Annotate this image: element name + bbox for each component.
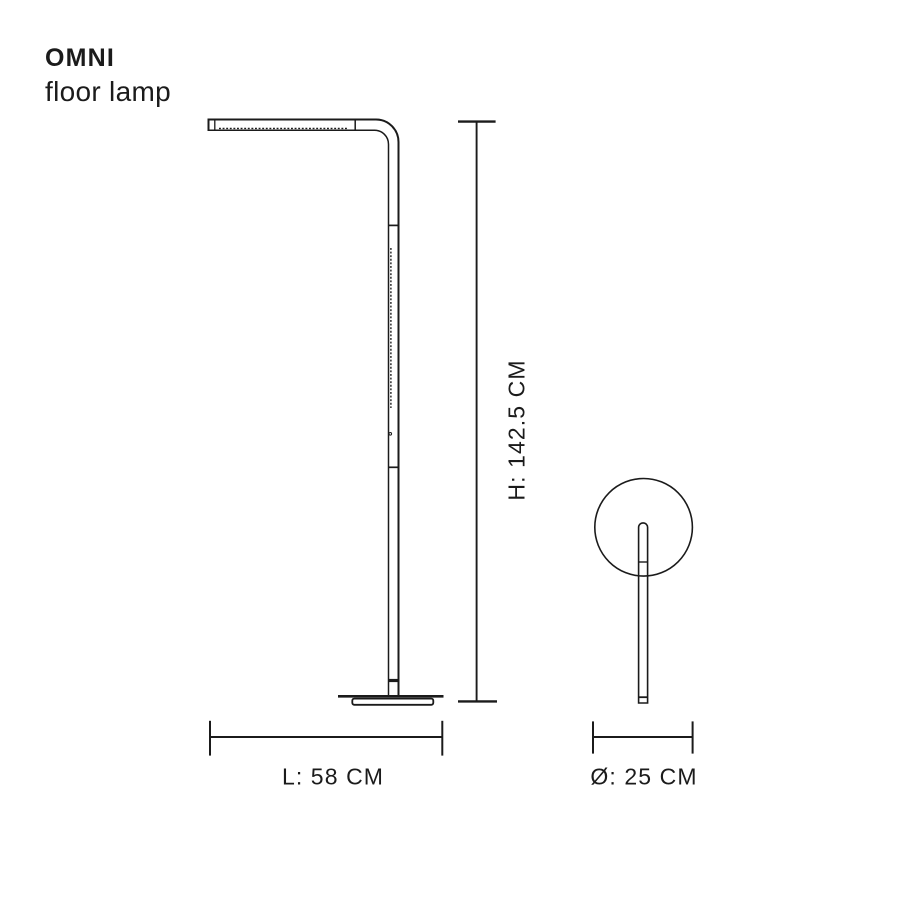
base-body	[351, 697, 435, 706]
arm-rod	[637, 522, 649, 704]
product-name: OMNI	[45, 44, 116, 72]
pole-detail-dot	[388, 432, 393, 436]
lamp-arm-outline	[207, 118, 400, 696]
base-disc	[593, 477, 694, 577]
product-type: floor lamp	[45, 76, 171, 107]
lamp-arm-inner-edge	[208, 129, 390, 696]
diameter-dimension-label: Ø: 25 CM	[590, 763, 698, 790]
height-dimension-label: H: 142.5 CM	[503, 359, 530, 501]
length-dimension-label: L: 58 CM	[281, 763, 385, 790]
top-view	[593, 477, 694, 704]
diameter-dimension	[592, 721, 694, 754]
title-block: OMNI floor lamp	[45, 45, 171, 106]
height-dimension	[458, 120, 497, 703]
front-view	[207, 118, 444, 706]
length-dimension	[209, 720, 444, 756]
